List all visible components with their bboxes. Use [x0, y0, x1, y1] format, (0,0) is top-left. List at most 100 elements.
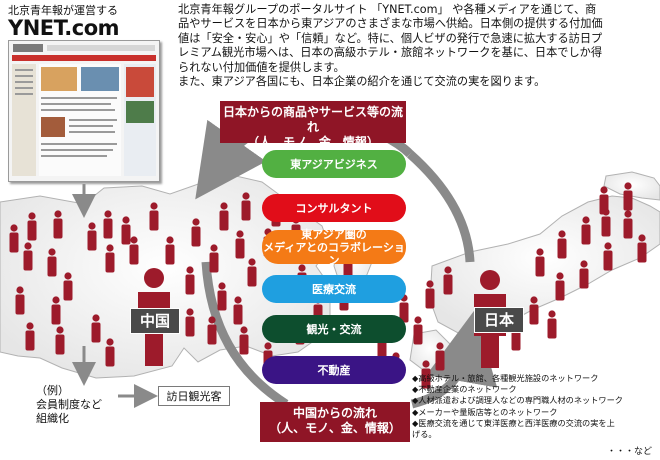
person-icon	[601, 216, 611, 237]
person-icon-head	[104, 210, 112, 218]
person-icon-head	[436, 342, 444, 350]
person-icon	[47, 256, 57, 277]
intro-paragraph: 北京青年報グループのポータルサイト 「YNET.com」 や各種メディアを通じて…	[178, 3, 656, 89]
network-list: ◆高級ホテル・旅館、各種観光施設のネットワーク ◆不動産企業のネットワーク ◆人…	[412, 373, 660, 440]
person-icon	[529, 304, 539, 325]
person-icon	[15, 294, 25, 315]
person-icon	[191, 226, 201, 247]
person-icon-head	[600, 186, 608, 194]
person-icon	[55, 334, 65, 355]
person-icon-head	[16, 286, 24, 294]
person-icon-head	[248, 258, 256, 266]
person-icon-head	[48, 248, 56, 256]
website-screenshot	[8, 40, 160, 182]
person-icon	[207, 324, 217, 345]
network-item: ◆人材派遣および調理人などの専門職人材のネットワーク	[412, 395, 623, 406]
person-icon	[63, 280, 73, 301]
japan-landmass	[429, 195, 660, 335]
person-icon	[637, 242, 647, 263]
flow-title: 日本からの商品やサービス等の流れ	[222, 105, 403, 134]
site-label: 北京青年報が運営する	[8, 4, 118, 17]
person-icon	[557, 238, 567, 259]
person-icon-head	[130, 236, 138, 244]
flow-from-china: 中国からの流れ （人、モノ、金、情報）	[260, 402, 410, 442]
person-icon-head	[264, 342, 272, 350]
person-icon-head	[218, 282, 226, 290]
intro-line: 品やサービスを日本から東アジアのさまざまな市場へ供給。日本側の提供する付加価	[178, 17, 603, 31]
person-icon	[425, 288, 435, 309]
person-icon-head	[186, 308, 194, 316]
flow-title: 中国からの流れ	[292, 406, 377, 420]
person-icon	[53, 218, 63, 239]
person-icon	[413, 324, 423, 345]
site-title: YNET.com	[8, 16, 120, 40]
person-icon	[121, 224, 131, 245]
service-consultant: コンサルタント	[262, 194, 406, 222]
person-icon-head	[88, 222, 96, 230]
person-icon	[185, 274, 195, 295]
intro-line: レミアム観光市場へは、日本の高級ホテル・旅館ネットワークを基に、日本でしか得	[178, 46, 603, 60]
person-icon-head	[192, 218, 200, 226]
large-person-icon-head	[480, 270, 500, 290]
person-icon-head	[52, 296, 60, 304]
flow-from-japan: 日本からの商品やサービス等の流れ （人、モノ、金、情報）	[220, 101, 406, 149]
person-icon-head	[414, 316, 422, 324]
service-east-asia-business: 東アジアビジネス	[262, 150, 406, 178]
person-icon	[103, 218, 113, 239]
person-icon-head	[106, 338, 114, 346]
person-icon-head	[122, 216, 130, 224]
person-icon	[185, 316, 195, 337]
person-icon	[623, 190, 633, 211]
person-icon	[91, 322, 101, 343]
person-icon	[239, 334, 249, 355]
person-icon-head	[582, 216, 590, 224]
person-icon	[149, 210, 159, 231]
service-label: コンサルタント	[295, 202, 373, 215]
cycle-arrow-right	[407, 150, 475, 263]
person-icon	[27, 220, 37, 241]
intro-line: られない付加価値を提供します。	[178, 60, 345, 74]
example-line: （例）	[36, 384, 69, 397]
person-icon	[209, 252, 219, 273]
person-icon-head	[422, 360, 430, 368]
service-tourism-exchange: 観光・交流	[262, 315, 406, 343]
network-item: ◆メーカーや量販店等とのネットワーク	[412, 406, 558, 417]
network-item: ◆医療交流を通じて東洋医療と西洋医療の交流の実を上	[412, 417, 615, 428]
person-icon	[165, 244, 175, 265]
person-icon	[87, 230, 97, 251]
service-label: 東アジアビジネス	[290, 158, 378, 171]
intro-line: また、東アジア各国にも、日本企業の紹介を通じて交流の実を図ります。	[178, 75, 546, 89]
intro-line: 値は「安全・安心」や「信頼」など。特に、個人ビザの発行で急速に拡大する訪日プ	[178, 31, 603, 45]
person-icon-head	[220, 202, 228, 210]
country-label-japan: 日本	[474, 307, 524, 333]
person-icon	[129, 244, 139, 265]
person-icon	[421, 368, 431, 389]
person-icon-head	[92, 314, 100, 322]
service-label: 観光・交流	[306, 323, 362, 336]
cycle-arrow-bottom-right	[410, 310, 498, 409]
person-icon-head	[208, 316, 216, 324]
person-icon-head	[426, 280, 434, 288]
person-icon	[247, 266, 257, 287]
person-icon	[235, 238, 245, 259]
network-item: ◆高級ホテル・旅館、各種観光施設のネットワーク	[412, 373, 599, 383]
hokkaido-landmass	[603, 171, 660, 201]
flow-subtitle: （人、モノ、金、情報）	[269, 421, 401, 435]
person-icon-head	[624, 182, 632, 190]
person-icon-head	[106, 244, 114, 252]
person-icon	[603, 250, 613, 271]
cycle-arrow-bottom	[201, 261, 289, 408]
example-line: 組織化	[36, 412, 69, 425]
person-icon-head	[556, 272, 564, 280]
person-icon	[105, 252, 115, 273]
person-icon-head	[210, 244, 218, 252]
network-item: げる。	[412, 429, 437, 440]
person-icon	[377, 338, 387, 359]
person-icon	[9, 232, 19, 253]
person-icon-head	[10, 224, 18, 232]
service-label: 不動産	[317, 364, 351, 377]
person-icon	[555, 280, 565, 301]
person-icon-head	[536, 248, 544, 256]
person-icon	[511, 330, 521, 351]
person-icon-head	[558, 230, 566, 238]
